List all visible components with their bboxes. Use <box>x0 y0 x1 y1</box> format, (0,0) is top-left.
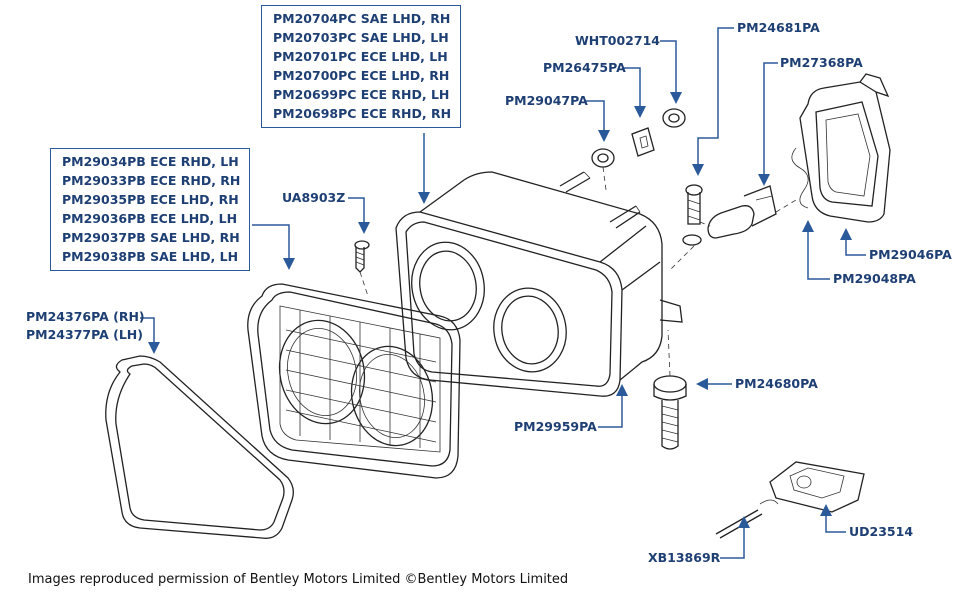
label-bulb[interactable]: PM27368PA <box>780 55 863 70</box>
part-number-line[interactable]: PM20703PC SAE LHD, LH <box>273 30 449 45</box>
part-number-line[interactable]: PM20701PC ECE LHD, LH <box>273 49 448 64</box>
label-cover-b[interactable]: PM29048PA <box>833 271 916 286</box>
copyright-caption: Images reproduced permission of Bentley … <box>28 572 569 587</box>
part-number-line[interactable]: PM29035PB ECE LHD, RH <box>62 192 239 207</box>
part-number-line[interactable]: PM20704PC SAE LHD, RH <box>273 11 451 26</box>
screw-part <box>354 240 370 273</box>
part-number-line[interactable]: PM20700PC ECE LHD, RH <box>273 68 450 83</box>
lens-unit <box>247 283 461 479</box>
bolt-part <box>653 375 687 450</box>
grommet-part <box>769 461 865 513</box>
label-small-bulb[interactable]: PM24681PA <box>737 20 820 35</box>
clip-part <box>631 127 655 157</box>
lamp-body <box>395 171 683 397</box>
label-seal[interactable]: PM29959PA <box>514 419 597 434</box>
gasket-ring <box>105 355 294 539</box>
part-number-line[interactable]: PM29034PB ECE RHD, LH <box>62 154 239 169</box>
nut-part <box>591 148 615 168</box>
label-bolt[interactable]: PM24680PA <box>735 376 818 391</box>
part-number-line[interactable]: PM29036PB ECE LHD, LH <box>62 211 238 226</box>
part-number-line[interactable]: PM29033PB ECE RHD, RH <box>62 173 241 188</box>
small-bulb-part <box>682 184 703 246</box>
part-number-line[interactable]: PM20698PC ECE RHD, RH <box>273 106 452 121</box>
bulb-part <box>707 185 777 239</box>
wire-part <box>715 499 779 539</box>
label-gasket-rh[interactable]: PM24376PA (RH) <box>26 309 145 324</box>
back-cover <box>791 73 891 223</box>
label-wht-nut[interactable]: WHT002714 <box>575 33 660 48</box>
label-wire[interactable]: XB13869R <box>648 550 721 565</box>
label-clip[interactable]: PM26475PA <box>543 60 626 75</box>
part-number-line[interactable]: PM29037PB SAE LHD, RH <box>62 230 240 245</box>
lamp-unit-part-list: PM20704PC SAE LHD, RH PM20703PC SAE LHD,… <box>261 5 462 128</box>
label-gasket-lh[interactable]: PM24377PA (LH) <box>26 327 143 342</box>
assembly-guides <box>359 166 797 377</box>
label-cover-a[interactable]: PM29046PA <box>869 247 952 262</box>
leader-lines <box>140 27 866 559</box>
label-nut[interactable]: PM29047PA <box>505 93 588 108</box>
label-screw[interactable]: UA8903Z <box>282 190 346 205</box>
part-number-line[interactable]: PM29038PB SAE LHD, LH <box>62 249 239 264</box>
part-number-line[interactable]: PM20699PC ECE RHD, LH <box>273 87 450 102</box>
label-grommet[interactable]: UD23514 <box>849 524 914 539</box>
wht-nut-part <box>662 108 686 128</box>
lens-part-list: PM29034PB ECE RHD, LH PM29033PB ECE RHD,… <box>50 148 251 271</box>
